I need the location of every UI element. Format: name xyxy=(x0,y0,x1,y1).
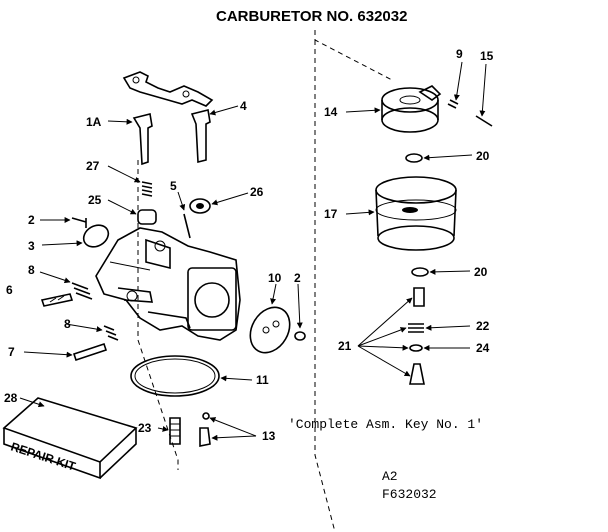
screw-left xyxy=(71,217,87,228)
leader-13a xyxy=(209,417,257,437)
leader-10 xyxy=(270,283,277,305)
leader-20a xyxy=(423,154,473,161)
leader-9 xyxy=(453,61,463,101)
callout-25: 25 xyxy=(88,193,102,207)
idle-spring xyxy=(141,181,153,197)
callout-22: 22 xyxy=(476,319,490,333)
leader-17 xyxy=(345,209,375,216)
callout-24: 24 xyxy=(476,341,490,355)
callout-23: 23 xyxy=(138,421,152,435)
callout-15: 15 xyxy=(480,49,494,63)
leader-21d xyxy=(357,345,411,377)
leader-8b xyxy=(65,323,103,333)
diagram-title: CARBURETOR NO. 632032 xyxy=(216,8,407,25)
float-hinge-pin xyxy=(475,115,493,127)
repair-kit-box: REPAIR KIT xyxy=(2,397,138,480)
choke-shaft xyxy=(190,109,211,164)
callout-14: 14 xyxy=(324,105,338,119)
callout-21: 21 xyxy=(338,339,352,353)
callout-4: 4 xyxy=(240,99,247,113)
drawing-number: F632032 xyxy=(382,487,437,502)
carburetor-body xyxy=(95,227,241,341)
idle-screw xyxy=(40,293,74,307)
throttle-shaft xyxy=(132,113,153,166)
idle-needle-spring xyxy=(71,282,93,300)
drawing-code: A2 xyxy=(382,469,398,484)
guide-line-main xyxy=(314,40,336,532)
bowl-washer-top xyxy=(405,153,423,163)
leader-7 xyxy=(23,351,73,358)
leader-11 xyxy=(220,375,253,382)
leader-14 xyxy=(345,107,381,114)
bushing xyxy=(137,209,157,225)
callout-1a: 1A xyxy=(86,115,102,129)
leader-1a xyxy=(107,118,133,125)
float xyxy=(381,85,442,133)
bowl-needle xyxy=(409,363,425,385)
callout-2-left: 2 xyxy=(28,213,35,227)
shaft-seal xyxy=(189,198,211,214)
float-hinge-spring xyxy=(447,99,459,109)
callout-26: 26 xyxy=(250,185,264,199)
leader-25 xyxy=(107,199,137,215)
callout-3: 3 xyxy=(28,239,35,253)
guide-line-top xyxy=(314,30,393,81)
callout-5: 5 xyxy=(170,179,177,193)
leader-4 xyxy=(209,105,239,116)
mixture-needle xyxy=(72,342,108,362)
leader-21b xyxy=(357,327,407,347)
leader-3 xyxy=(41,240,83,247)
bowl-nut-fitting xyxy=(413,287,425,307)
callout-17: 17 xyxy=(324,207,338,221)
throttle-plate xyxy=(82,224,110,248)
bowl-o-ring xyxy=(409,344,423,352)
leader-27 xyxy=(107,165,141,183)
leader-15 xyxy=(479,63,487,117)
callout-9: 9 xyxy=(456,47,463,61)
choke-plate xyxy=(249,306,291,354)
float-bowl xyxy=(375,176,457,251)
fuel-fitting xyxy=(169,417,181,445)
leader-20b xyxy=(429,268,471,275)
assembly-note: 'Complete Asm. Key No. 1' xyxy=(288,417,483,432)
leader-21a xyxy=(357,297,413,347)
guide-line-left xyxy=(137,160,179,470)
screw-right xyxy=(294,331,306,341)
leader-13b xyxy=(211,434,257,441)
choke-pin xyxy=(183,213,191,239)
callout-28: 28 xyxy=(4,391,18,405)
mixture-needle-spring xyxy=(103,325,119,341)
callout-20-bottom: 20 xyxy=(474,265,488,279)
callout-8-upper: 8 xyxy=(28,263,35,277)
callout-10: 10 xyxy=(268,271,282,285)
leader-28 xyxy=(19,397,45,408)
bowl-gasket xyxy=(130,355,220,397)
callout-6: 6 xyxy=(6,283,13,297)
leader-26 xyxy=(211,192,249,206)
bowl-spring xyxy=(408,323,424,333)
leader-21c xyxy=(357,344,409,351)
callout-20-top: 20 xyxy=(476,149,490,163)
throttle-linkage-bracket xyxy=(122,71,214,107)
leader-8a xyxy=(39,271,71,284)
leader-22 xyxy=(425,324,471,331)
drain-valve-parts xyxy=(199,412,211,447)
callout-27: 27 xyxy=(86,159,100,173)
leader-23 xyxy=(157,425,169,432)
leader-5 xyxy=(177,191,186,211)
callout-13: 13 xyxy=(262,429,276,443)
bowl-washer-bottom xyxy=(411,267,429,277)
callout-11: 11 xyxy=(256,373,269,387)
callout-7: 7 xyxy=(8,345,15,359)
leader-2b xyxy=(296,283,303,329)
callout-8-lower: 8 xyxy=(64,317,71,331)
kit-label: REPAIR KIT xyxy=(9,440,78,474)
callout-2-right: 2 xyxy=(294,271,301,285)
